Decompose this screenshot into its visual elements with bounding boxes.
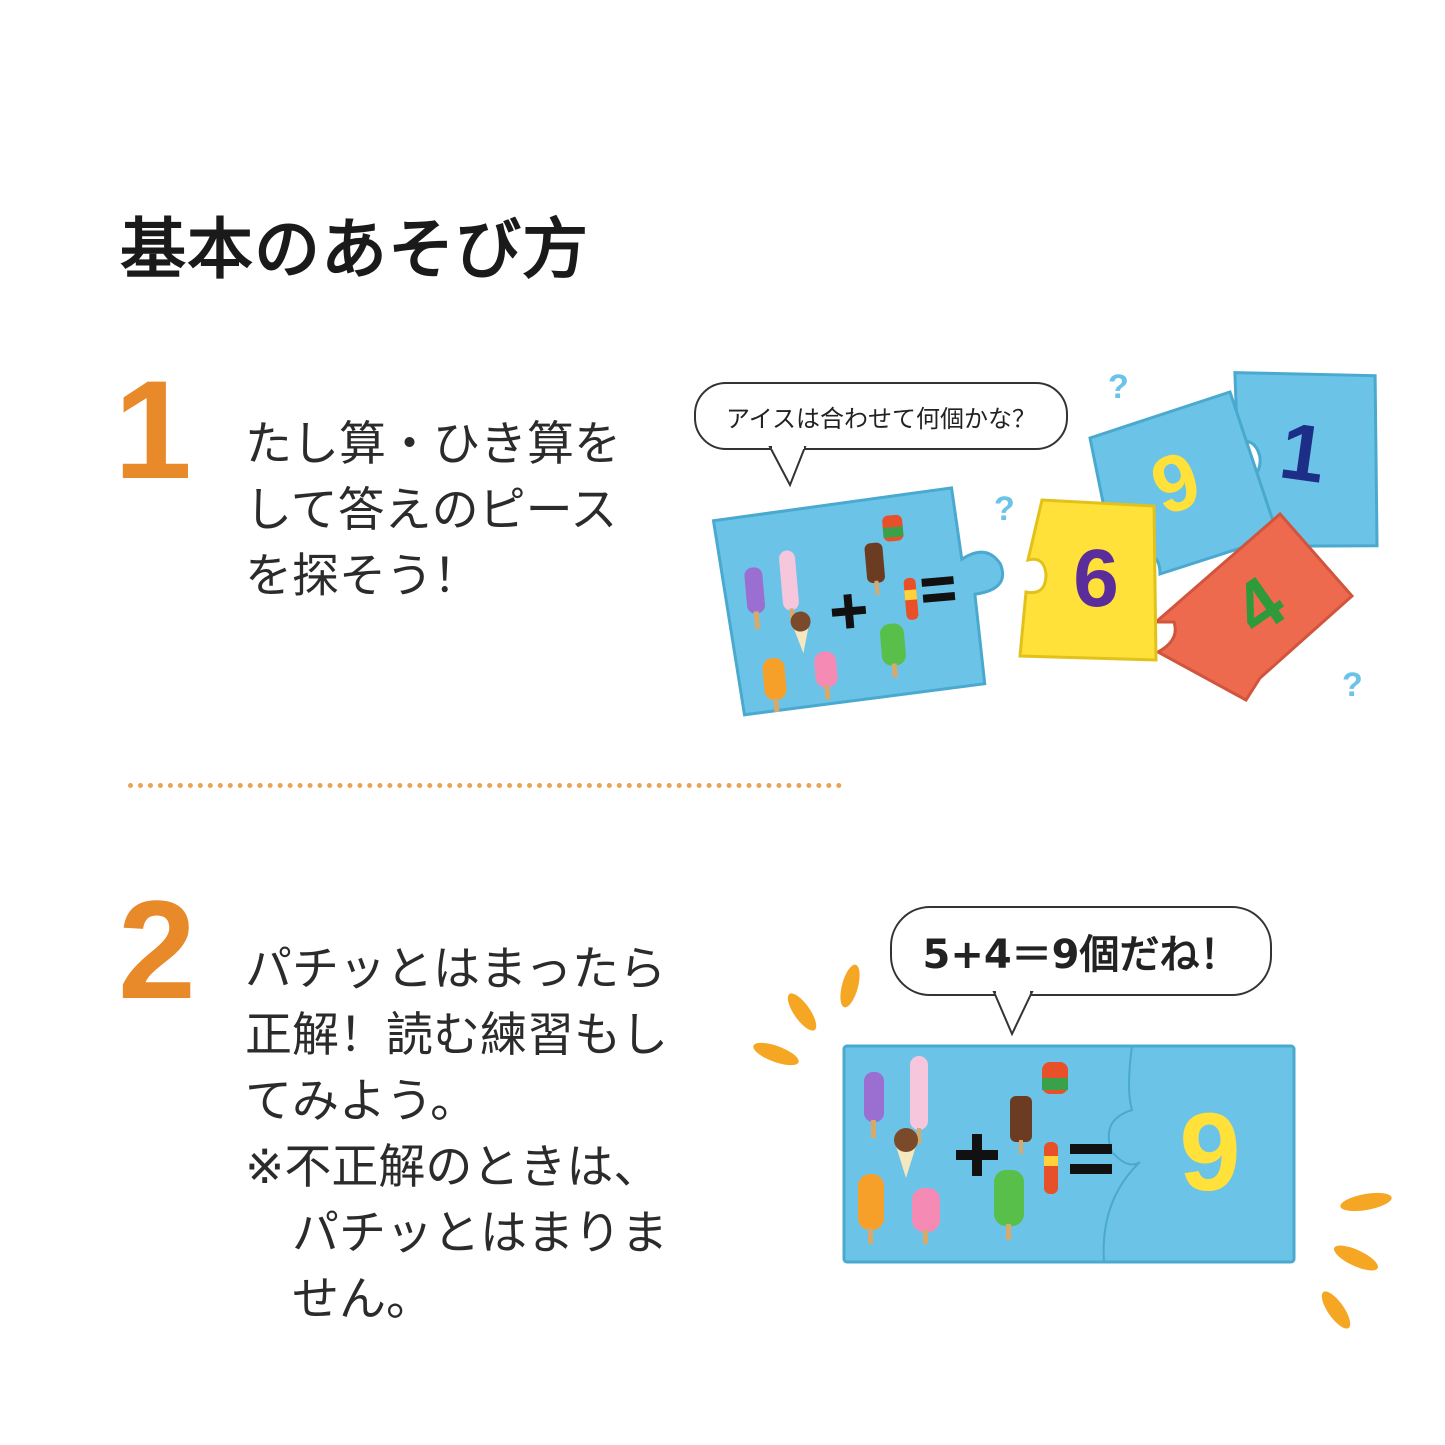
ice-pop-icon — [880, 623, 906, 678]
speech-tail — [768, 446, 807, 488]
ice-pop-icon — [1042, 1062, 1068, 1094]
step-1-text: たし算・ひき算を して答えのピース を探そう！ — [245, 417, 621, 604]
ice-pop-icon — [910, 1056, 928, 1144]
ice-pop-icon — [864, 542, 885, 595]
step-2-puzzle-art: 9 — [753, 964, 1392, 1329]
step-1-speech-bubble: アイスは合わせて何個かな？ — [694, 382, 1068, 450]
ice-pop-icon — [864, 1072, 884, 1138]
section-divider — [128, 783, 842, 788]
question-mark-icon: ? — [1342, 666, 1363, 704]
answer-number: 9 — [1179, 1091, 1240, 1214]
step-2-illustration: 5+4＝9個だね！ 9 — [740, 900, 1420, 1340]
step-1-puzzle-art: 1 9 4 6 — [711, 368, 1379, 717]
ice-pop-icon — [744, 567, 766, 630]
ice-pop-icon — [858, 1174, 884, 1244]
step-2-number: 2 — [118, 871, 196, 1028]
ice-pop-icon — [814, 651, 838, 700]
ice-pop-icon — [882, 514, 904, 542]
question-mark-icon: ? — [994, 490, 1015, 528]
step-2-speech-text: 5+4＝9個だね！ — [922, 932, 1240, 978]
sparkle-lines-icon — [1321, 1192, 1392, 1329]
ice-pop-icon — [912, 1188, 940, 1244]
ice-pop-icon — [1044, 1142, 1058, 1194]
equals-icon — [921, 576, 956, 603]
ice-pop-icon — [994, 1170, 1024, 1240]
joined-puzzle: 9 — [842, 1044, 1296, 1264]
equation-piece — [711, 486, 1005, 717]
plus-icon — [831, 594, 867, 629]
ice-pop-icon — [894, 1128, 918, 1178]
piece-red-4 — [1151, 511, 1355, 702]
question-mark-icon: ? — [1108, 368, 1129, 406]
ice-pop-icon — [790, 611, 811, 654]
ice-pop-icon — [903, 577, 919, 620]
step-1-illustration: アイスは合わせて何個かな？ 1 9 4 6 — [690, 360, 1390, 730]
piece-yellow-6 — [1018, 498, 1158, 662]
piece-number-6: 6 — [1073, 533, 1119, 624]
ice-pop-icon — [762, 658, 787, 713]
page-title: 基本のあそび方 — [120, 211, 589, 288]
plus-icon — [956, 1134, 998, 1176]
step-1-speech-text: アイスは合わせて何個かな？ — [725, 404, 1037, 433]
ice-pop-icon — [1010, 1096, 1032, 1154]
step-2-text: パチッとはまったら 正解！読む練習もし てみよう。 ※不正解のときは、 パチッと… — [245, 942, 668, 1327]
step-1-number: 1 — [114, 351, 192, 508]
speech-tail — [992, 991, 1034, 1037]
sparkle-lines-icon — [753, 964, 860, 1066]
equals-icon — [1070, 1144, 1112, 1174]
step-2-speech-bubble: 5+4＝9個だね！ — [890, 906, 1272, 996]
